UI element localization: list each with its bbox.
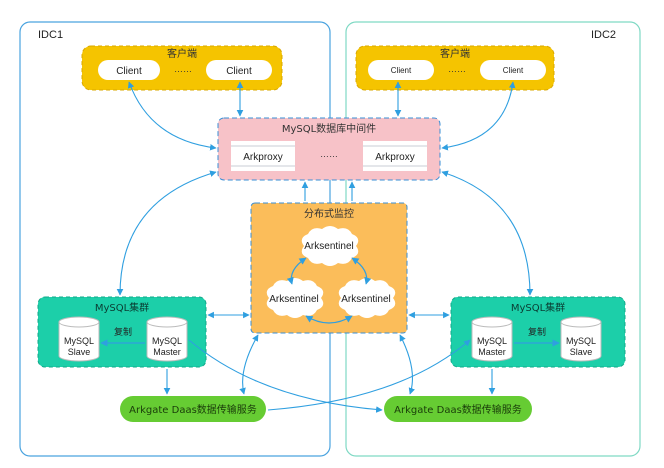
daas-right	[384, 396, 532, 422]
replicate-left-label: 复制	[114, 326, 132, 338]
daas-left	[120, 396, 266, 422]
db-right-master	[471, 316, 513, 362]
client-left-2-label: Client	[226, 66, 252, 77]
client-right-ellipsis: ……	[448, 64, 466, 74]
db-left-master-line2: Master	[153, 347, 181, 357]
db-left-slave-line2: Slave	[68, 347, 91, 357]
replicate-right-label: 复制	[528, 326, 546, 338]
edge-daas-left-master-right	[267, 339, 471, 411]
edge-monitor-daas-left	[239, 334, 259, 395]
sentinel-right-cloud	[338, 278, 396, 318]
daas-right-label: Arkgate Daas数据传输服务	[394, 403, 522, 416]
client-left-1	[98, 60, 160, 80]
db-right-master-line2: Master	[478, 347, 506, 357]
edge-monitor-daas-right	[399, 334, 416, 395]
db-left-slave	[58, 316, 100, 362]
cluster-right-title: MySQL集群	[511, 301, 565, 314]
sentinel-left-label: Arksentinel	[269, 294, 318, 305]
arkproxy-right-label: Arkproxy	[375, 152, 414, 163]
db-right-slave	[560, 316, 602, 362]
client-right-2-label: Client	[503, 66, 524, 75]
monitor-title: 分布式监控	[304, 207, 354, 220]
arkproxy-left-label: Arkproxy	[243, 152, 282, 163]
db-right-slave-line2: Slave	[570, 347, 593, 357]
middleware-title: MySQL数据库中间件	[282, 122, 376, 135]
client-right-1	[368, 60, 434, 80]
sentinel-right-label: Arksentinel	[341, 294, 390, 305]
db-right-slave-line1: MySQL	[566, 336, 596, 346]
client-left-1-label: Client	[116, 66, 142, 77]
client-left-ellipsis: ……	[174, 64, 192, 74]
edge-mw-cluster-right	[441, 170, 534, 296]
client-group-right-title: 客户端	[440, 47, 470, 60]
db-left-master	[146, 316, 188, 362]
idc2-label: IDC2	[591, 29, 616, 41]
middleware-ellipsis: ……	[320, 149, 338, 159]
edge-mw-cluster-left	[116, 170, 217, 296]
edge-client-right2-mw	[441, 81, 516, 151]
cluster-left-title: MySQL集群	[95, 301, 149, 314]
edge-client-left1-mw	[127, 81, 217, 151]
daas-left-label: Arkgate Daas数据传输服务	[129, 403, 257, 416]
sentinel-left-cloud	[266, 278, 324, 318]
db-left-slave-line1: MySQL	[64, 336, 94, 346]
idc1-label: IDC1	[38, 29, 63, 41]
db-left-master-line1: MySQL	[152, 336, 182, 346]
sentinel-top-label: Arksentinel	[304, 241, 353, 252]
client-group-left-title: 客户端	[167, 47, 197, 60]
client-right-2	[480, 60, 546, 80]
client-right-1-label: Client	[391, 66, 412, 75]
client-left-2	[206, 60, 272, 80]
db-right-master-line1: MySQL	[477, 336, 507, 346]
sentinel-top-cloud	[301, 226, 359, 266]
edge-master-left-daas-right	[188, 339, 383, 413]
